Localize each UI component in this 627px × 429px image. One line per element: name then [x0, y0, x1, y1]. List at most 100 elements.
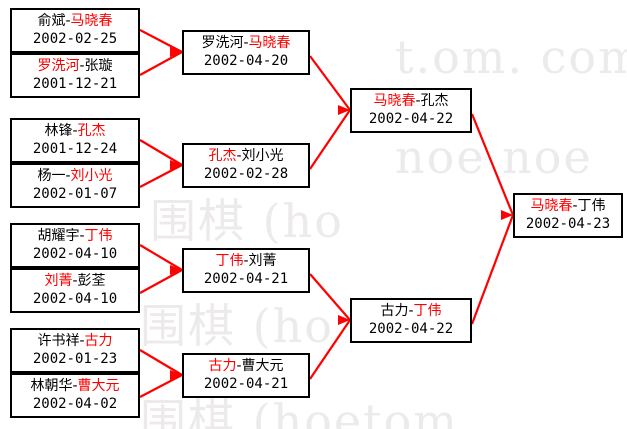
- match-box-r1m5[interactable]: 胡耀宇-丁伟 2002-04-10: [10, 223, 140, 268]
- player-left: 林锋: [44, 123, 73, 139]
- match-date: 2002-04-20: [203, 53, 289, 69]
- player-separator: -: [236, 358, 242, 374]
- player-right: 刘菁: [248, 253, 277, 269]
- connector-r1m7-r2m4: [139, 349, 183, 376]
- player-separator: -: [65, 168, 71, 184]
- player-separator: -: [415, 93, 421, 109]
- arrowhead-icon: [338, 315, 350, 325]
- match-date: 2002-02-28: [203, 166, 289, 182]
- connector-r1m1-r2m1: [139, 29, 183, 53]
- match-box-r1m4[interactable]: 杨一-刘小光 2002-01-07: [10, 163, 140, 208]
- match-players: 古力-曹大元: [184, 358, 308, 375]
- match-box-r1m7[interactable]: 许书祥-古力 2002-01-23: [10, 328, 140, 373]
- match-players: 俞斌-马晓春: [12, 13, 138, 30]
- match-date: 2002-04-22: [368, 111, 454, 127]
- connector-r1m4-r2m2: [139, 164, 183, 188]
- match-box-r2m2[interactable]: 孔杰-刘小光 2002-02-28: [182, 143, 310, 188]
- match-players: 刘菁-彭荃: [12, 273, 138, 290]
- player-left: 许书祥: [37, 333, 80, 349]
- player-right: 刘小光: [70, 168, 113, 184]
- match-box-r1m3[interactable]: 林锋-孔杰 2001-12-24: [10, 118, 140, 163]
- player-left: 古力: [380, 303, 409, 319]
- match-players: 马晓春-丁伟: [515, 198, 621, 215]
- player-left: 孔杰: [208, 148, 237, 164]
- player-right: 马晓春: [70, 13, 113, 29]
- player-right: 曹大元: [77, 378, 120, 394]
- connector-r1m5-r2m3: [139, 244, 183, 271]
- player-separator: -: [65, 13, 71, 29]
- match-box-final[interactable]: 马晓春-丁伟 2002-04-23: [513, 193, 623, 238]
- match-date: 2002-04-22: [368, 321, 454, 337]
- player-left: 俞斌: [37, 13, 66, 29]
- arrowhead-icon: [170, 370, 182, 380]
- player-right: 丁伟: [577, 198, 606, 214]
- match-players: 罗洗河-张璇: [12, 58, 138, 75]
- player-right: 彭荃: [77, 273, 106, 289]
- player-left: 林朝华: [30, 378, 73, 394]
- player-separator: -: [79, 228, 85, 244]
- player-right: 孔杰: [420, 93, 449, 109]
- match-date: 2002-02-25: [32, 31, 118, 47]
- match-box-r2m1[interactable]: 罗洗河-马晓春 2002-04-20: [182, 30, 310, 75]
- player-separator: -: [572, 198, 578, 214]
- match-date: 2002-04-10: [32, 291, 118, 307]
- match-date: 2001-12-21: [32, 76, 118, 92]
- arrowhead-icon: [170, 265, 182, 275]
- player-separator: -: [79, 333, 85, 349]
- match-date: 2001-12-24: [32, 141, 118, 157]
- connector-r2m4-r3m2: [309, 319, 351, 380]
- connector-r2m3-r3m2: [309, 273, 351, 321]
- player-right: 张璇: [84, 58, 113, 74]
- player-separator: -: [79, 58, 85, 74]
- connector-r2m2-r3m1: [309, 109, 351, 170]
- match-players: 许书祥-古力: [12, 333, 138, 350]
- connector-r1m8-r2m4: [139, 374, 183, 398]
- connector-r1m6-r2m3: [139, 269, 183, 294]
- arrowhead-icon: [170, 160, 182, 170]
- connector-r3m2-r4m1: [470, 214, 515, 325]
- connector-r1m3-r2m2: [139, 139, 183, 166]
- match-box-r1m2[interactable]: 罗洗河-张璇 2001-12-21: [10, 53, 140, 98]
- match-players: 林朝华-曹大元: [12, 378, 138, 395]
- match-date: 2002-04-10: [32, 246, 118, 262]
- player-right: 马晓春: [248, 35, 291, 51]
- player-left: 胡耀宇: [37, 228, 80, 244]
- match-players: 孔杰-刘小光: [184, 148, 308, 165]
- player-separator: -: [72, 273, 78, 289]
- match-players: 古力-丁伟: [352, 303, 470, 320]
- arrowhead-icon: [170, 47, 182, 57]
- player-separator: -: [72, 378, 78, 394]
- match-players: 马晓春-孔杰: [352, 93, 470, 110]
- match-box-r3m1[interactable]: 马晓春-孔杰 2002-04-22: [350, 88, 472, 133]
- player-separator: -: [408, 303, 414, 319]
- player-separator: -: [243, 35, 249, 51]
- arrowhead-icon: [338, 105, 350, 115]
- player-right: 孔杰: [77, 123, 106, 139]
- player-separator: -: [72, 123, 78, 139]
- player-right: 丁伟: [413, 303, 442, 319]
- match-box-r1m8[interactable]: 林朝华-曹大元 2002-04-02: [10, 373, 140, 418]
- player-right: 曹大元: [241, 358, 284, 374]
- match-date: 2002-01-23: [32, 351, 118, 367]
- match-box-r3m2[interactable]: 古力-丁伟 2002-04-22: [350, 298, 472, 343]
- match-players: 林锋-孔杰: [12, 123, 138, 140]
- match-box-r2m3[interactable]: 丁伟-刘菁 2002-04-21: [182, 248, 310, 293]
- match-date: 2002-01-07: [32, 186, 118, 202]
- connector-r3m1-r4m1: [470, 113, 515, 216]
- player-left: 杨一: [37, 168, 66, 184]
- player-left: 罗洗河: [201, 35, 244, 51]
- match-box-r2m4[interactable]: 古力-曹大元 2002-04-21: [182, 353, 310, 398]
- match-players: 杨一-刘小光: [12, 168, 138, 185]
- player-left: 马晓春: [373, 93, 416, 109]
- match-players: 胡耀宇-丁伟: [12, 228, 138, 245]
- match-box-r1m6[interactable]: 刘菁-彭荃 2002-04-10: [10, 268, 140, 313]
- connector-r2m1-r3m1: [309, 55, 351, 111]
- arrowhead-icon: [501, 210, 513, 220]
- match-box-r1m1[interactable]: 俞斌-马晓春 2002-02-25: [10, 8, 140, 53]
- match-date: 2002-04-23: [525, 216, 611, 232]
- match-date: 2002-04-21: [203, 376, 289, 392]
- match-players: 丁伟-刘菁: [184, 253, 308, 270]
- player-right: 刘小光: [241, 148, 284, 164]
